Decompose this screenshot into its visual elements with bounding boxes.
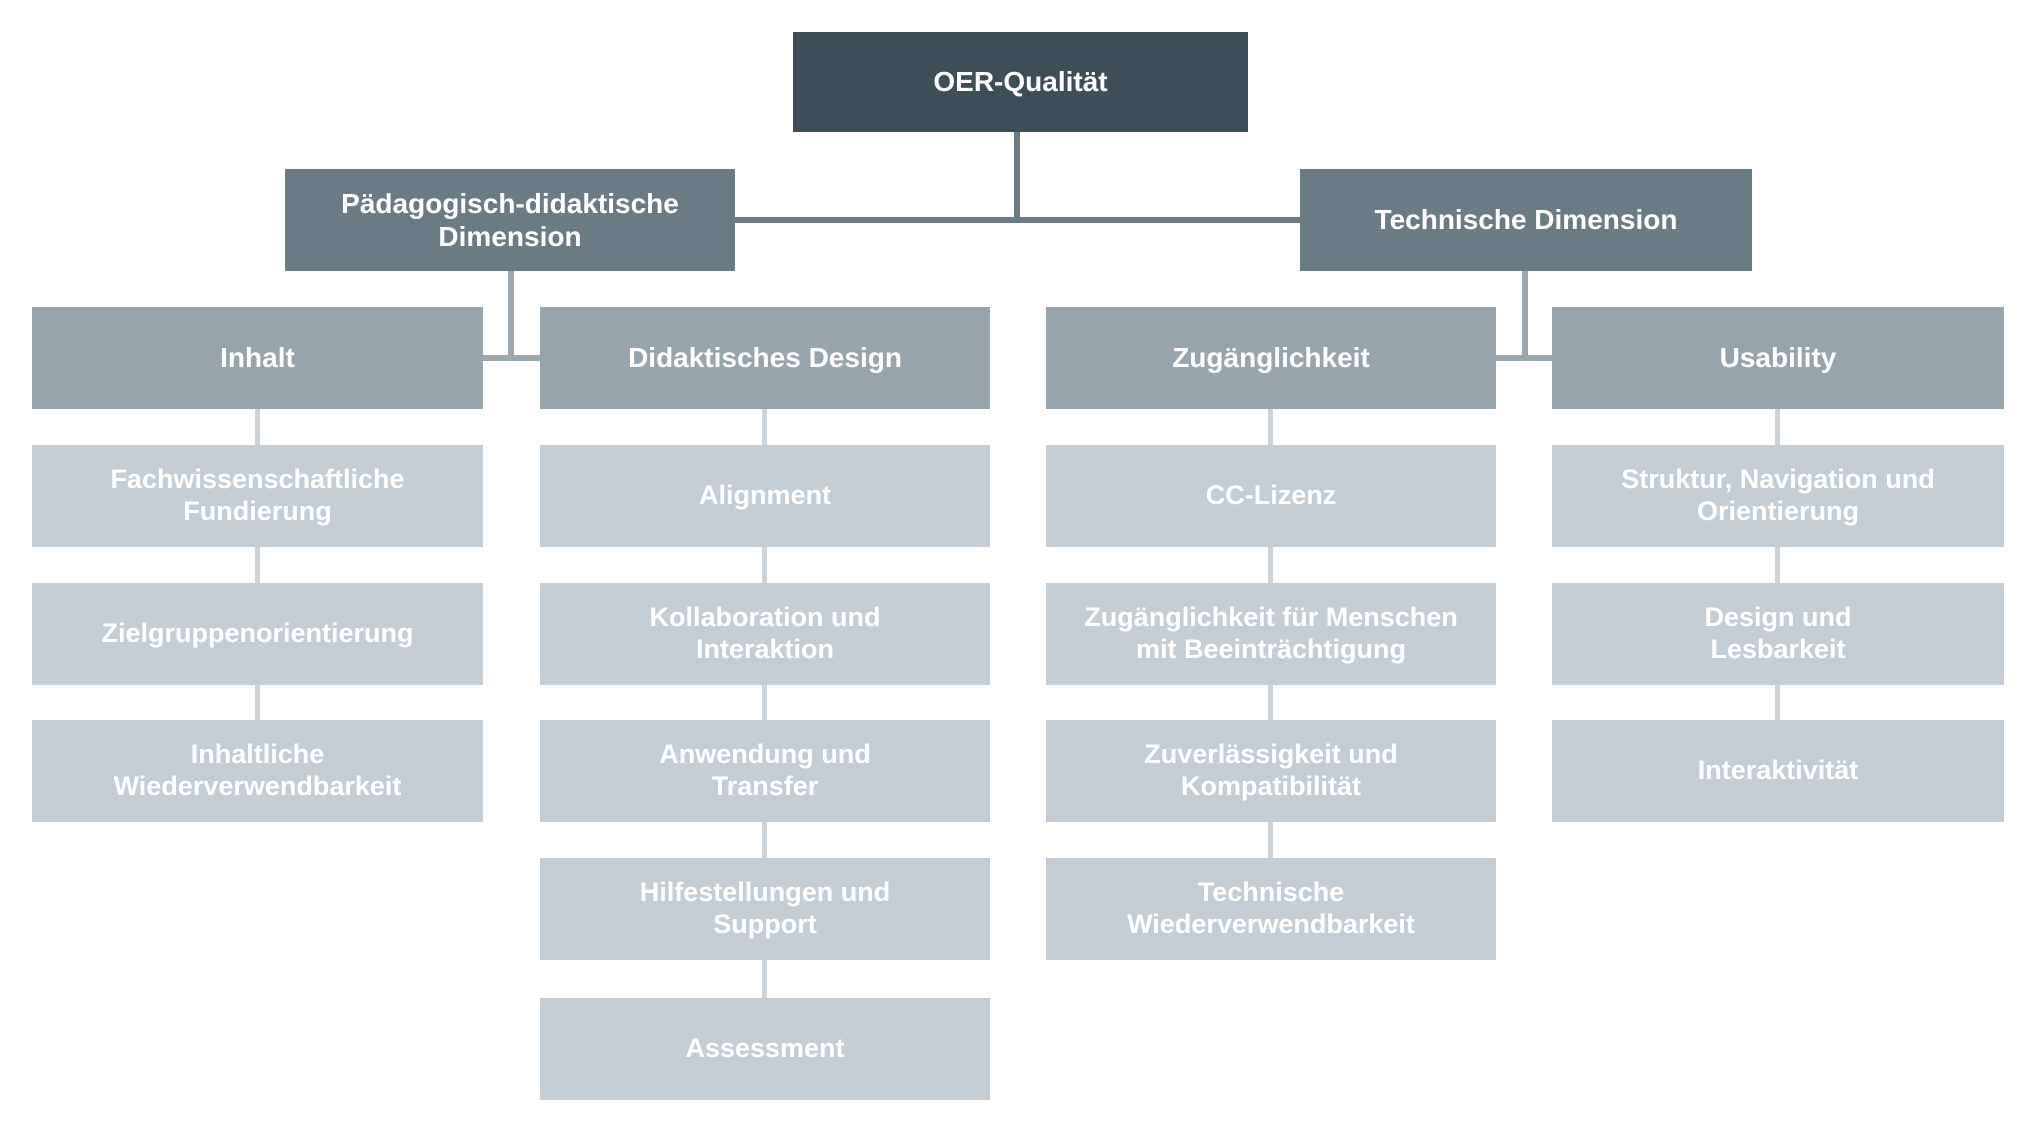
item-cc-lizenz: CC-Lizenz bbox=[1046, 445, 1496, 547]
connector-didaktik-gap4 bbox=[762, 822, 767, 858]
connector-didaktik-gap1 bbox=[762, 409, 767, 445]
connector-usability-gap3 bbox=[1775, 685, 1780, 720]
connector-zugaenglichkeit-gap2 bbox=[1268, 547, 1273, 583]
connector-root-crossbar bbox=[735, 217, 1300, 223]
item-kollaboration-und-interaktion: Kollaboration und Interaktion bbox=[540, 583, 990, 685]
connector-technisch-crossbar bbox=[1496, 355, 1552, 361]
item-zugaenglichkeit-fuer-menschen: Zugänglichkeit für Menschen mit Beeinträ… bbox=[1046, 583, 1496, 685]
item-assessment: Assessment bbox=[540, 998, 990, 1100]
column-header-didaktisches-design: Didaktisches Design bbox=[540, 307, 990, 409]
item-technische-wiederverwendbarkeit: Technische Wiederverwendbarkeit bbox=[1046, 858, 1496, 960]
dimension-node-technisch: Technische Dimension bbox=[1300, 169, 1752, 271]
item-anwendung-und-transfer: Anwendung und Transfer bbox=[540, 720, 990, 822]
connector-paedagogisch-crossbar bbox=[483, 355, 540, 361]
connector-didaktik-gap3 bbox=[762, 685, 767, 720]
dimension-node-paedagogisch-didaktisch: Pädagogisch-didaktische Dimension bbox=[285, 169, 735, 271]
root-node-oer-qualitaet: OER-Qualität bbox=[793, 32, 1248, 132]
connector-inhalt-gap2 bbox=[255, 547, 260, 583]
connector-inhalt-gap1 bbox=[255, 409, 260, 445]
connector-technisch-trunk bbox=[1522, 271, 1528, 361]
column-header-zugaenglichkeit: Zugänglichkeit bbox=[1046, 307, 1496, 409]
column-header-inhalt: Inhalt bbox=[32, 307, 483, 409]
item-hilfestellungen-und-support: Hilfestellungen und Support bbox=[540, 858, 990, 960]
column-header-usability: Usability bbox=[1552, 307, 2004, 409]
connector-paedagogisch-trunk bbox=[508, 271, 514, 361]
connector-root-trunk bbox=[1014, 132, 1020, 222]
item-design-und-lesbarkeit: Design und Lesbarkeit bbox=[1552, 583, 2004, 685]
connector-zugaenglichkeit-gap4 bbox=[1268, 822, 1273, 858]
item-zuverlaessigkeit-und-kompatibilitaet: Zuverlässigkeit und Kompatibilität bbox=[1046, 720, 1496, 822]
item-alignment: Alignment bbox=[540, 445, 990, 547]
connector-inhalt-gap3 bbox=[255, 685, 260, 720]
connector-didaktik-gap2 bbox=[762, 547, 767, 583]
item-struktur-navigation-orientierung: Struktur, Navigation und Orientierung bbox=[1552, 445, 2004, 547]
connector-zugaenglichkeit-gap3 bbox=[1268, 685, 1273, 720]
item-fachwissenschaftliche-fundierung: Fachwissenschaftliche Fundierung bbox=[32, 445, 483, 547]
connector-didaktik-gap5 bbox=[762, 960, 767, 998]
connector-usability-gap1 bbox=[1775, 409, 1780, 445]
item-interaktivitaet: Interaktivität bbox=[1552, 720, 2004, 822]
connector-usability-gap2 bbox=[1775, 547, 1780, 583]
item-zielgruppenorientierung: Zielgruppenorientierung bbox=[32, 583, 483, 685]
item-inhaltliche-wiederverwendbarkeit: Inhaltliche Wiederverwendbarkeit bbox=[32, 720, 483, 822]
connector-zugaenglichkeit-gap1 bbox=[1268, 409, 1273, 445]
